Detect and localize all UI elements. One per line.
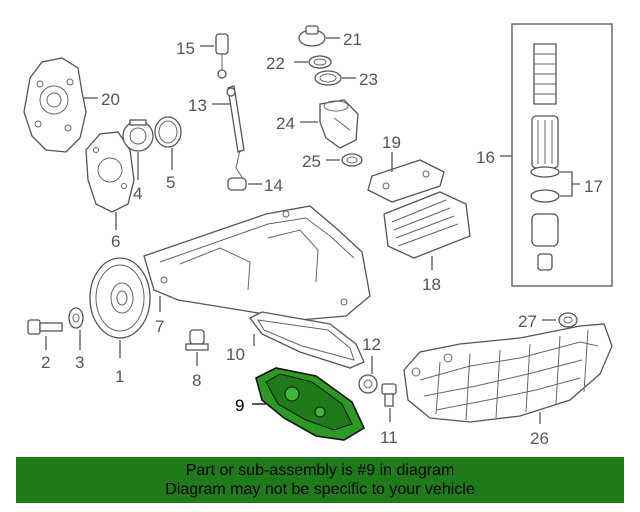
part-6-cover-gasket[interactable] — [85, 131, 135, 213]
part-12-seal-ring[interactable] — [358, 374, 378, 394]
part-info-banner: Part or sub-assembly is #9 in diagram Di… — [16, 457, 624, 503]
part-4-hub[interactable] — [122, 119, 154, 152]
exploded-parts-diagram: 20 6 4 5 15 — [23, 23, 613, 448]
callout-4: 4 — [133, 184, 142, 203]
callout-19: 19 — [382, 133, 401, 152]
part-27-seal[interactable] — [558, 312, 578, 328]
leader-line-17 — [560, 171, 580, 197]
callout-9: 9 — [235, 396, 244, 415]
callout-6: 6 — [111, 232, 120, 251]
part-20-oil-pump-cover[interactable] — [23, 57, 87, 153]
callout-3: 3 — [75, 353, 84, 372]
callout-2: 2 — [41, 353, 50, 372]
part-14-clip[interactable] — [227, 177, 247, 191]
part-22-cap-seal[interactable] — [308, 55, 332, 69]
part-10-oil-pan-gasket[interactable] — [249, 311, 365, 369]
part-9-lower-oil-pan[interactable] — [255, 367, 366, 441]
part-2-bolt[interactable] — [27, 319, 63, 335]
part-16-oil-filter-housing[interactable] — [531, 43, 559, 271]
callout-16: 16 — [476, 148, 495, 167]
callout-17: 17 — [584, 177, 603, 196]
part-24-filler-neck[interactable] — [319, 99, 359, 149]
part-11-plug[interactable] — [381, 383, 397, 407]
callout-13: 13 — [188, 96, 207, 115]
part-19-cooler-gasket[interactable] — [367, 159, 445, 203]
part-23-ring[interactable] — [314, 70, 342, 86]
part-15-oil-level-sensor[interactable] — [215, 33, 229, 79]
callout-18: 18 — [422, 275, 441, 294]
callout-10: 10 — [226, 345, 245, 364]
callout-8: 8 — [192, 371, 201, 390]
callout-27: 27 — [518, 312, 537, 331]
part-8-drain-plug[interactable] — [185, 329, 209, 351]
callout-14: 14 — [264, 176, 283, 195]
part-5-seal-ring[interactable] — [154, 116, 182, 148]
callout-22: 22 — [266, 54, 285, 73]
part-21-filler-cap[interactable] — [298, 25, 326, 47]
callout-7: 7 — [155, 317, 164, 336]
part-7-upper-oil-pan[interactable] — [143, 205, 371, 321]
part-25-seal[interactable] — [341, 153, 363, 167]
callout-20: 20 — [101, 90, 120, 109]
part-18-oil-cooler[interactable] — [383, 191, 471, 259]
callout-21: 21 — [343, 30, 362, 49]
callout-26: 26 — [530, 429, 549, 448]
banner-line-part-number: Part or sub-assembly is #9 in diagram — [185, 462, 455, 479]
callout-25: 25 — [302, 152, 321, 171]
part-17-filter-seal-rings[interactable] — [530, 166, 560, 203]
callout-1: 1 — [115, 367, 124, 386]
part-13-dipstick-tube[interactable] — [226, 85, 245, 181]
callout-24: 24 — [276, 114, 295, 133]
banner-line-disclaimer: Diagram may not be specific to your vehi… — [165, 481, 475, 498]
callout-11: 11 — [380, 428, 398, 447]
part-26-intake-manifold[interactable] — [403, 323, 613, 423]
part-3-washer[interactable] — [68, 307, 84, 329]
callout-5: 5 — [166, 173, 175, 192]
part-1-vibration-damper[interactable] — [89, 257, 151, 339]
callout-23: 23 — [359, 70, 378, 89]
callout-15: 15 — [176, 39, 195, 58]
callout-12: 12 — [362, 335, 381, 354]
oil-filter-assembly-box — [511, 23, 613, 287]
